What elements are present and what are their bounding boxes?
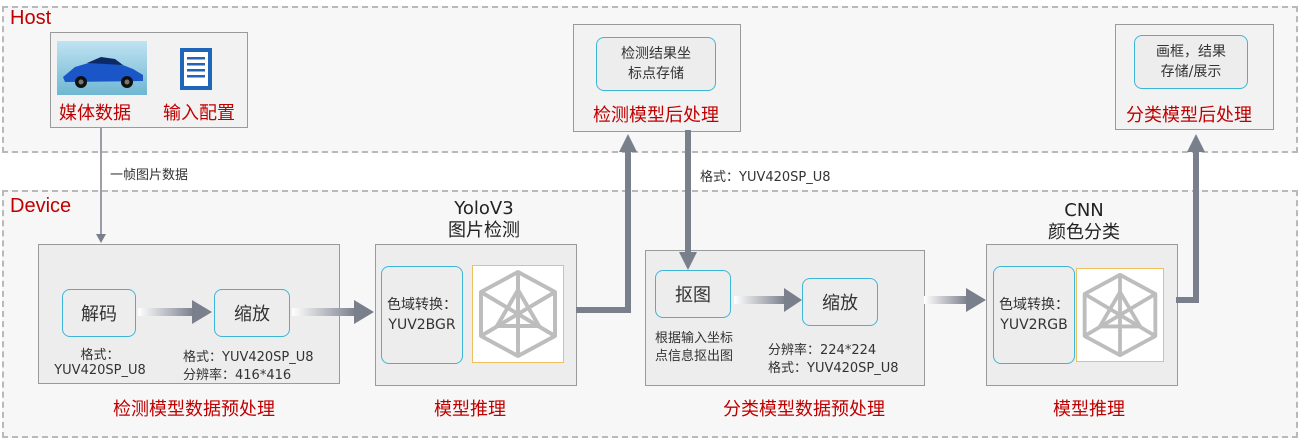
input-config-label: 输入配置 (163, 103, 235, 124)
arrow-decode-to-resize (138, 300, 212, 324)
arrow-clspre-to-cnn (924, 288, 986, 312)
cls-format-text: 格式：YUV420SP_U8 (768, 361, 899, 376)
host-input-panel: 媒体数据 输入配置 (50, 32, 248, 128)
yolo-infer-label: 模型推理 (434, 399, 506, 420)
cls-res-text: 分辨率：224*224 (768, 343, 877, 358)
cnn-title: CNN 颜色分类 (1048, 200, 1120, 243)
arrow-detpre-to-yolo (292, 300, 374, 324)
det-result-store-box: 检测结果坐 标点存储 (596, 37, 716, 91)
det-post-label: 检测模型后处理 (593, 105, 719, 126)
yolo-title: YoloV3 图片检测 (448, 198, 520, 241)
document-icon (180, 48, 212, 90)
crop-box: 抠图 (655, 270, 731, 318)
decode-box: 解码 (62, 289, 136, 337)
yolo-csc-box: 色域转换： YUV2BGR (381, 266, 463, 364)
cls-result-store-box: 画框，结果 存储/展示 (1134, 35, 1248, 89)
device-zone-label: Device (10, 195, 72, 217)
crop-desc-text: 根据输入坐标 点信息抠出图 (655, 331, 734, 364)
model-cube-icon (1082, 272, 1158, 358)
cls-pre-label: 分类模型数据预处理 (723, 399, 885, 420)
arrow-yolo-to-detpost (576, 134, 637, 313)
yolo-model-panel (472, 265, 564, 363)
cls-post-panel: 画框，结果 存储/展示 分类模型后处理 (1115, 24, 1274, 130)
media-data-label: 媒体数据 (59, 103, 131, 124)
cnn-infer-label: 模型推理 (1053, 399, 1125, 420)
car-image-icon (57, 41, 147, 95)
model-cube-icon (479, 270, 557, 358)
resize-box-det: 缩放 (214, 289, 290, 337)
arrow-cnn-to-clspost (1176, 134, 1205, 303)
arrow-detpost-to-crop (679, 130, 697, 270)
det-post-panel: 检测结果坐 标点存储 检测模型后处理 (573, 24, 741, 132)
arrow-crop-to-resize (734, 288, 802, 312)
decode-format-text: 格式： YUV420SP_U8 (54, 348, 146, 378)
det-pre-label: 检测模型数据预处理 (113, 399, 275, 420)
mid-format-label: 格式：YUV420SP_U8 (700, 170, 831, 185)
det-resize-format-text: 格式：YUV420SP_U8 (183, 350, 314, 365)
cnn-model-panel (1076, 268, 1164, 362)
host-zone-label: Host (10, 7, 52, 29)
arrow-frame-to-decode (96, 128, 106, 243)
cls-post-label: 分类模型后处理 (1126, 105, 1252, 126)
frame-data-label: 一帧图片数据 (110, 168, 189, 183)
resize-box-cls: 缩放 (802, 278, 878, 326)
det-resize-res-text: 分辨率：416*416 (183, 368, 292, 383)
cnn-csc-box: 色域转换： YUV2RGB (993, 266, 1075, 364)
